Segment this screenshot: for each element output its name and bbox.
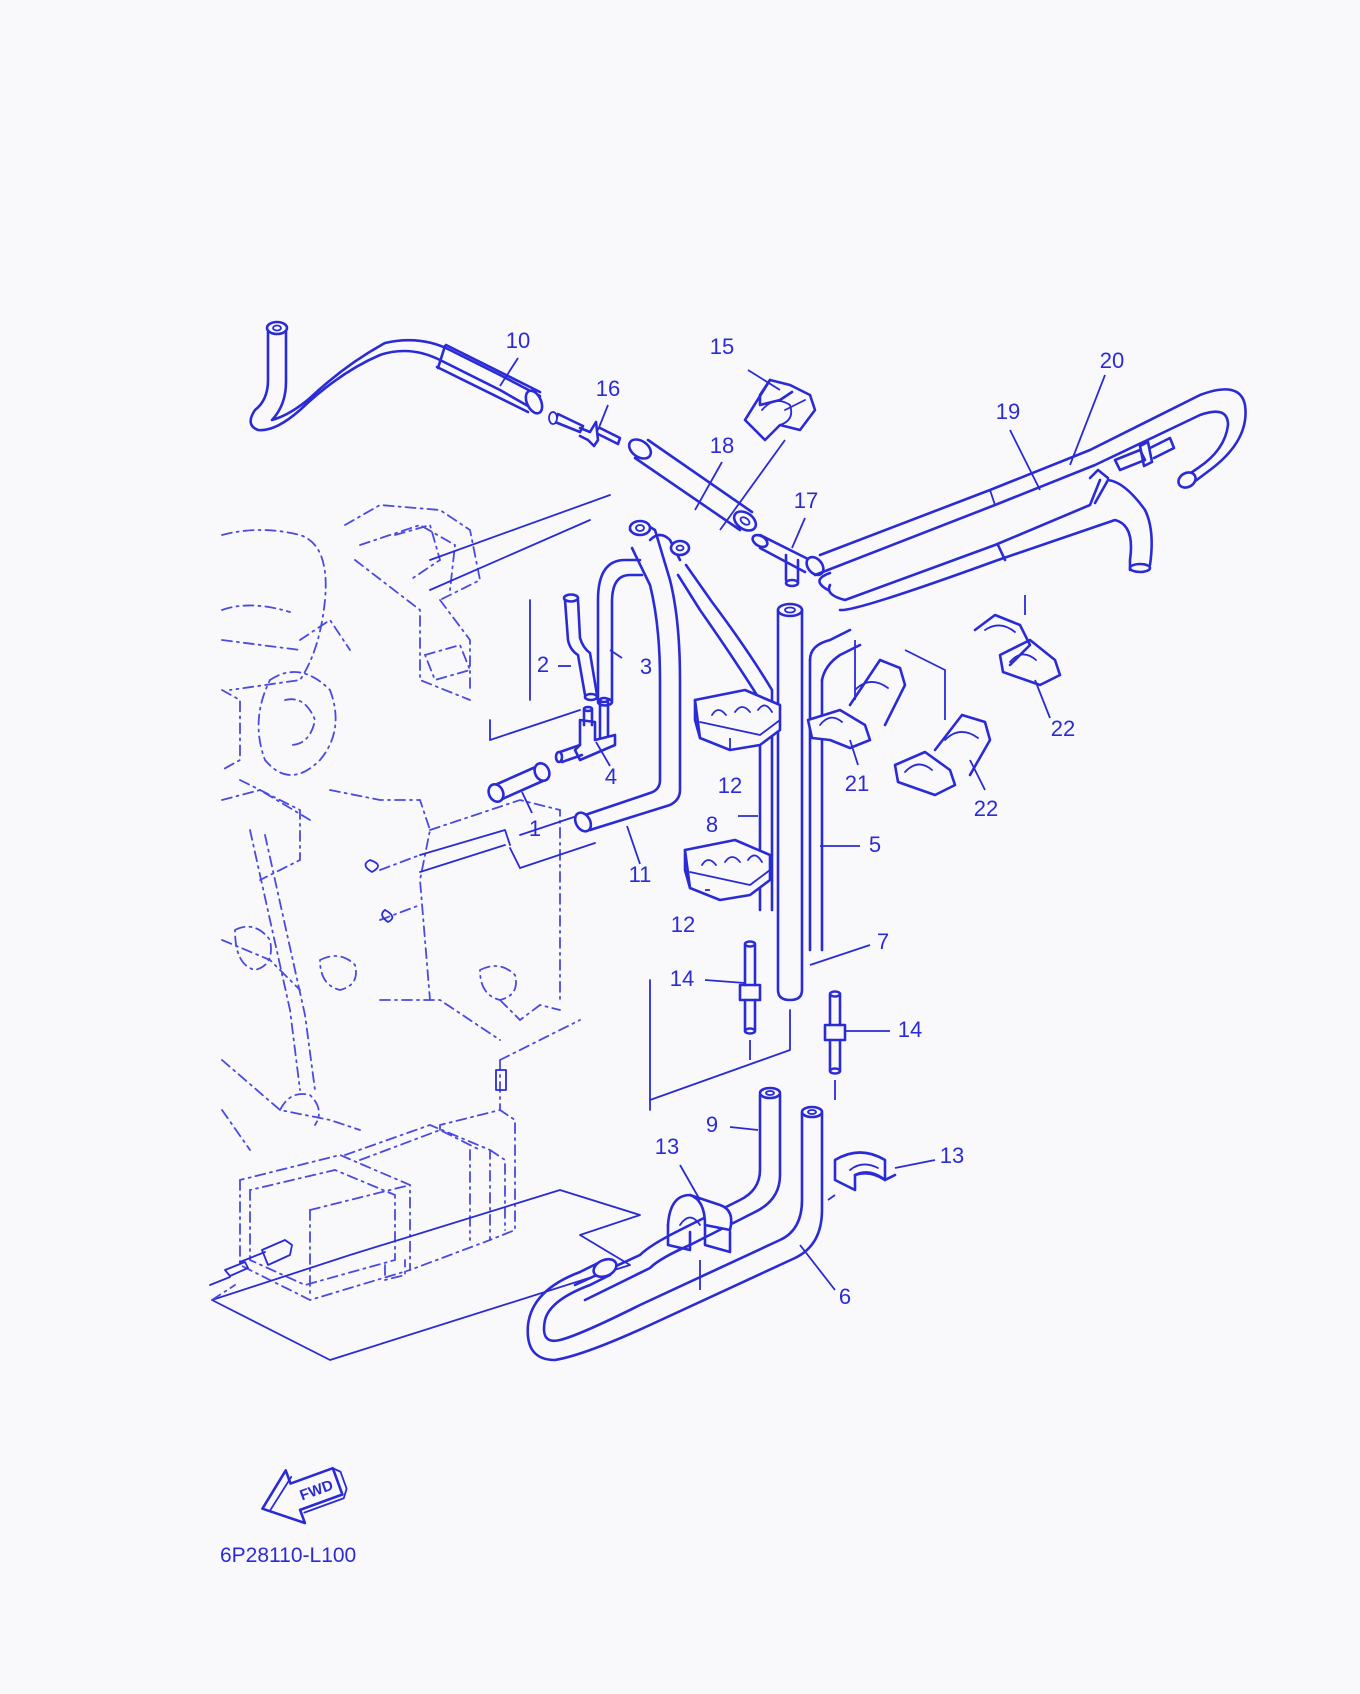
callout-labels: 10 15 16 20 19 18 17 2 3 4 1 11 12 8 12 … — [506, 328, 1124, 1309]
joint-14-left — [738, 940, 762, 1060]
callout-17: 17 — [794, 488, 818, 513]
callout-4: 4 — [605, 764, 617, 789]
callout-22-lower: 22 — [974, 796, 998, 821]
clamp-12-upper — [693, 688, 782, 752]
callout-19: 19 — [996, 399, 1020, 424]
clip-22-upper — [973, 595, 1062, 687]
hose-5 — [776, 602, 862, 1002]
joint-4 — [554, 696, 617, 764]
callout-20: 20 — [1100, 348, 1124, 373]
t-joint-17 — [751, 533, 825, 588]
callout-5: 5 — [869, 832, 881, 857]
hose-18 — [627, 438, 758, 532]
hose-11 — [573, 519, 682, 833]
fwd-arrow-icon: FWD — [261, 1466, 348, 1525]
callout-6: 6 — [839, 1284, 851, 1309]
hose-6 — [526, 1105, 836, 1362]
clamp-13-left — [666, 1193, 733, 1290]
hose-10 — [249, 320, 544, 432]
callout-12-upper: 12 — [718, 773, 742, 798]
callout-22-upper: 22 — [1051, 716, 1075, 741]
hose-19 — [813, 388, 1247, 612]
callout-21: 21 — [845, 771, 869, 796]
clamp-13-right — [833, 1151, 897, 1192]
joint-20 — [1113, 436, 1176, 472]
clip-21 — [806, 658, 907, 750]
joint-14-right — [823, 990, 847, 1100]
callout-11: 11 — [629, 862, 652, 887]
callout-13-right: 13 — [940, 1143, 964, 1168]
hose-2 — [562, 593, 599, 702]
clip-22-lower — [893, 713, 992, 797]
callout-8: 8 — [706, 812, 718, 837]
callout-15: 15 — [710, 334, 734, 359]
canister-assembly — [209, 1019, 581, 1301]
reference-frame-lines — [211, 494, 791, 1361]
callout-13-left: 13 — [655, 1134, 679, 1159]
engine-block-outline — [221, 504, 561, 1151]
callout-14-left: 14 — [670, 966, 694, 991]
hose-3 — [596, 558, 644, 707]
callout-16: 16 — [596, 376, 620, 401]
joint-16 — [548, 411, 622, 448]
callout-3: 3 — [640, 654, 652, 679]
callout-leaders — [499, 357, 1106, 1291]
clip-leader-lines — [854, 640, 946, 720]
clamp-12-lower — [683, 838, 772, 902]
hose-1 — [487, 762, 551, 803]
diagram-code: 6P28110-L100 — [220, 1544, 356, 1567]
callout-18: 18 — [710, 433, 734, 458]
callout-12-lower: 12 — [671, 912, 695, 937]
callout-7: 7 — [877, 929, 889, 954]
callout-14-right: 14 — [898, 1017, 922, 1042]
callout-2: 2 — [537, 652, 549, 677]
callout-1: 1 — [529, 816, 541, 841]
clip-15 — [719, 378, 817, 531]
callout-10: 10 — [506, 328, 530, 353]
callout-9: 9 — [706, 1112, 718, 1137]
